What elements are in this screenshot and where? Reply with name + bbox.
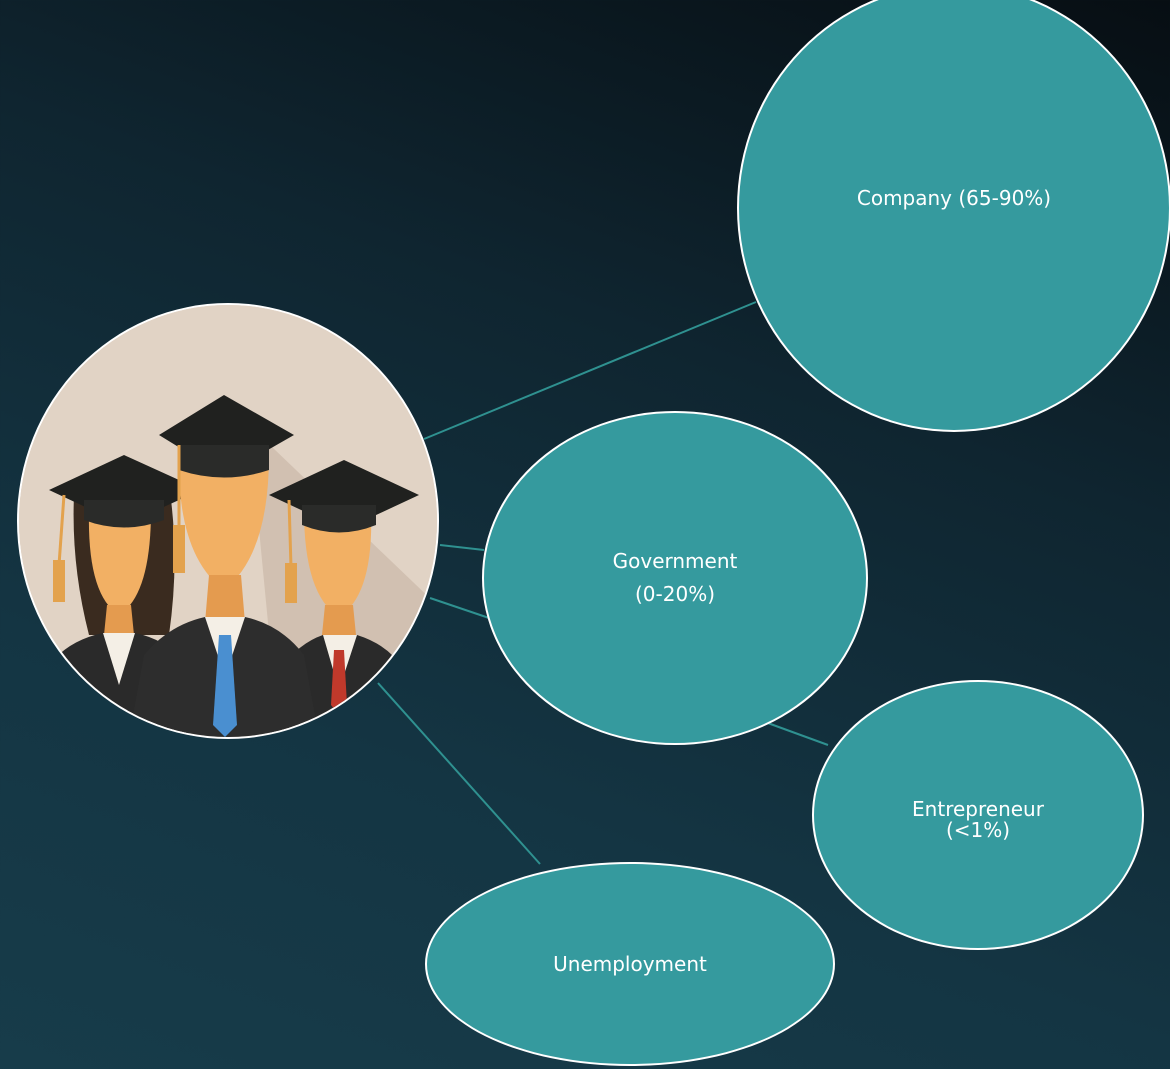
government-label: Government: [612, 549, 738, 573]
government-percentage: (0-20%): [635, 582, 715, 606]
unemployment-node: Unemployment: [425, 862, 835, 1066]
government-node: Government (0-20%): [482, 411, 868, 745]
entrepreneur-percentage: (<1%): [945, 818, 1011, 842]
unemployment-label: Unemployment: [553, 951, 707, 976]
connector-government-upper: [439, 544, 485, 551]
connector-government-entrepreneur: [764, 721, 829, 746]
center-graduate: [129, 395, 319, 737]
graduates-illustration-icon: [19, 305, 437, 737]
company-node: Company (65-90%): [737, 0, 1170, 432]
connector-government-lower: [429, 597, 493, 620]
connector-unemployment: [377, 682, 541, 865]
company-label: Company (65-90%): [856, 185, 1052, 210]
connector-company: [423, 301, 757, 440]
entrepreneur-label: Entrepreneur: [912, 797, 1044, 821]
graduates-image: [17, 303, 439, 739]
entrepreneur-node: Entrepreneur (<1%): [812, 680, 1144, 950]
